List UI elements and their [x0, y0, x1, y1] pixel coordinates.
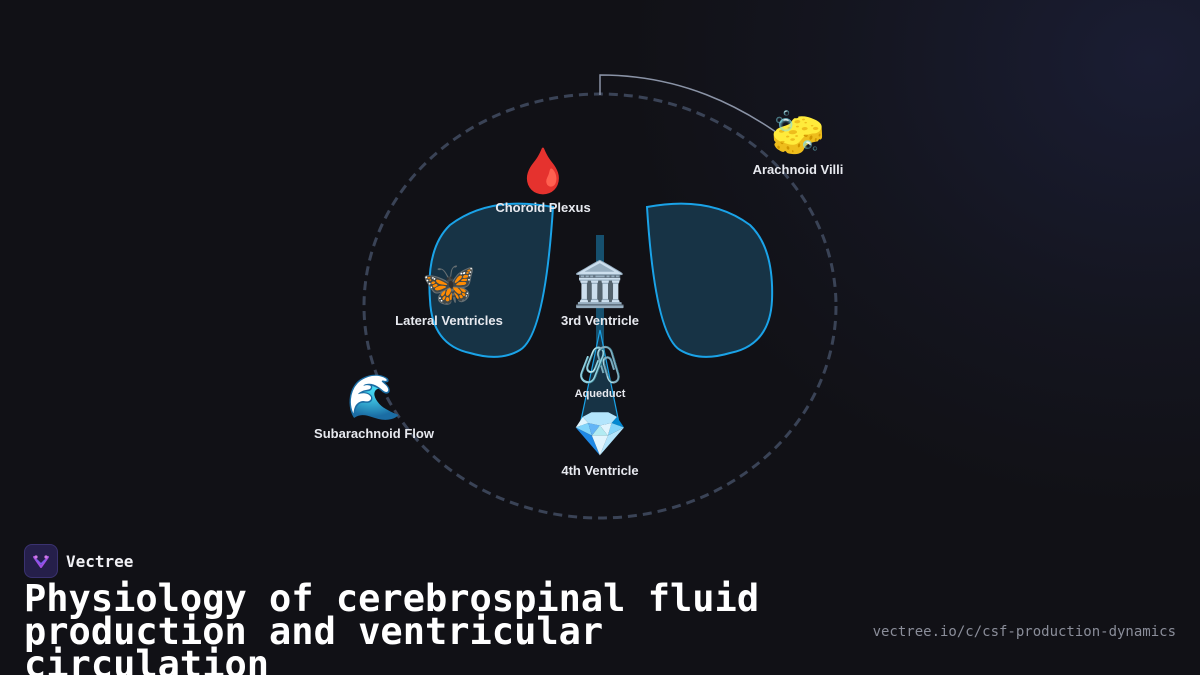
choroid-plexus-label: Choroid Plexus: [495, 200, 591, 215]
brand-name: Vectree: [66, 551, 134, 571]
right-lateral-ventricle-shape: [645, 202, 774, 358]
node-fourth-ventricle: 💎 4th Ventricle: [561, 409, 639, 479]
node-third-ventricle: 🏛️ 3rd Ventricle: [560, 259, 640, 329]
fourth-ventricle-shape: [579, 329, 621, 429]
node-arachnoid-villi: 🧽 Arachnoid Villi: [752, 108, 844, 178]
flow-arrow-to-villi: [599, 74, 791, 143]
fourth-ventricle-label: 4th Ventricle: [561, 463, 639, 478]
butterfly-icon: 🦋: [421, 259, 477, 310]
subarachnoid-flow-label: Subarachnoid Flow: [314, 426, 434, 441]
central-channel: [596, 235, 604, 395]
third-ventricle-label: 3rd Ventricle: [560, 313, 640, 328]
gem-icon: 💎: [572, 409, 628, 460]
classical-building-icon: 🏛️: [572, 259, 628, 310]
arachnoid-villi-label: Arachnoid Villi: [752, 162, 844, 177]
page-title: Physiology of cerebrospinal fluid produc…: [24, 577, 760, 675]
aqueduct-label: Aqueduct: [574, 388, 626, 400]
paperclips-icon: 🖇️: [577, 345, 623, 386]
node-subarachnoid-flow: 🌊 Subarachnoid Flow: [314, 372, 434, 442]
water-wave-icon: 🌊: [346, 372, 402, 423]
node-lateral-ventricles: 🦋 Lateral Ventricles: [395, 259, 503, 329]
source-url: vectree.io/c/csf-production-dynamics: [872, 624, 1176, 640]
node-choroid-plexus: 🩸 Choroid Plexus: [495, 146, 591, 216]
left-lateral-ventricle-shape: [428, 202, 555, 358]
vectree-logo-icon: [24, 544, 58, 578]
node-aqueduct: 🖇️ Aqueduct: [574, 345, 626, 401]
lateral-ventricles-label: Lateral Ventricles: [395, 313, 503, 328]
drop-of-blood-icon: 🩸: [515, 146, 571, 197]
brand: Vectree: [24, 544, 133, 578]
sponge-icon: 🧽: [770, 108, 826, 159]
